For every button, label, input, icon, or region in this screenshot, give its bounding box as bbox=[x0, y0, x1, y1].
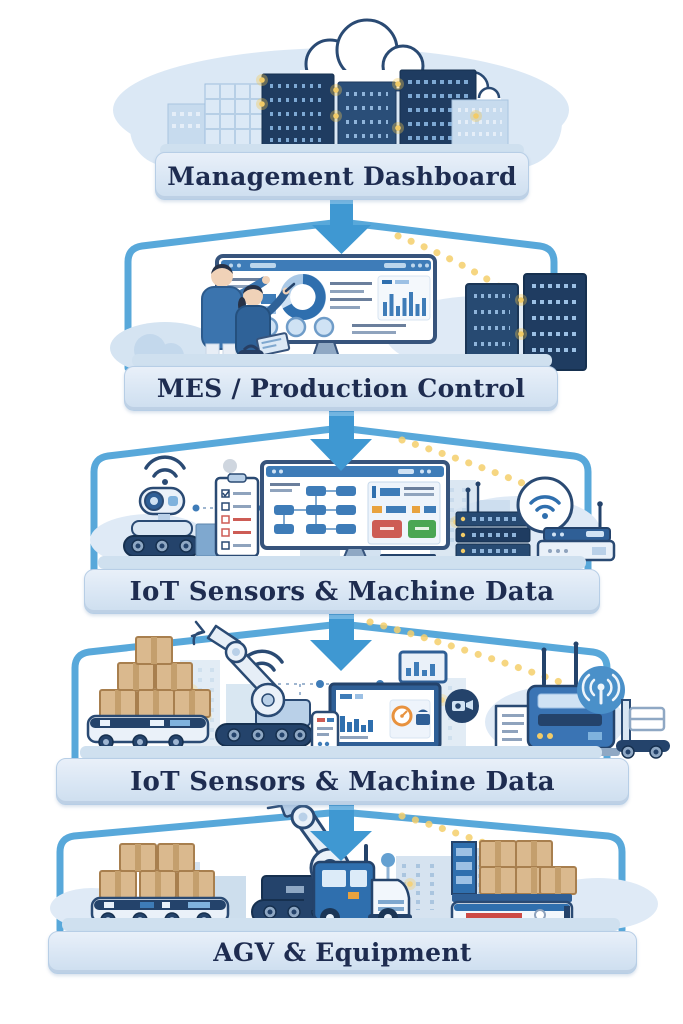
server-towers bbox=[261, 69, 509, 147]
mes-illustration bbox=[110, 218, 587, 374]
layer-banner-agv-equipment: AGV & Equipment bbox=[48, 931, 637, 974]
management-dashboard-illustration bbox=[113, 18, 569, 172]
layer-label: MES / Production Control bbox=[156, 374, 526, 403]
down-arrow-3 bbox=[310, 612, 372, 671]
platform bbox=[62, 918, 620, 931]
agv-cart-with-boxes bbox=[450, 840, 577, 926]
camera-robot bbox=[123, 455, 201, 557]
layer-label: IoT Sensors & Machine Data bbox=[130, 766, 555, 797]
broadcast-badge bbox=[577, 666, 625, 714]
tracked-robot-arm bbox=[190, 620, 313, 747]
layer-label: Management Dashboard bbox=[167, 161, 517, 191]
iot-illustration-a bbox=[90, 424, 616, 574]
flowchart-monitor bbox=[260, 460, 450, 563]
delivery-truck bbox=[304, 844, 412, 928]
layer-label: IoT Sensors & Machine Data bbox=[129, 576, 555, 607]
flow-arrows bbox=[310, 197, 372, 861]
layer-banner-iot-sensors-1: IoT Sensors & Machine Data bbox=[84, 569, 600, 614]
smartphone bbox=[310, 710, 340, 758]
platform bbox=[80, 746, 602, 759]
flowchart bbox=[274, 486, 356, 534]
pallet-cart bbox=[616, 699, 670, 759]
light-trail bbox=[366, 618, 564, 686]
laptop bbox=[256, 332, 291, 357]
light-trail bbox=[398, 812, 549, 870]
layer-banner-mes-production-control: MES / Production Control bbox=[124, 366, 558, 411]
down-arrow-1 bbox=[312, 197, 371, 254]
checklist-clipboard bbox=[214, 473, 260, 558]
wifi-signal-icon bbox=[144, 455, 186, 485]
platform bbox=[132, 354, 552, 367]
camera-badge bbox=[445, 689, 479, 723]
platform bbox=[98, 556, 586, 569]
down-arrow-2 bbox=[310, 409, 372, 471]
iot-illustration-b bbox=[71, 618, 670, 766]
light-trail bbox=[398, 436, 544, 494]
down-arrow-4 bbox=[310, 803, 372, 861]
bar-chart bbox=[377, 275, 431, 321]
agv-with-boxes bbox=[86, 636, 211, 750]
layer-label: AGV & Equipment bbox=[213, 938, 472, 967]
operators bbox=[201, 264, 296, 367]
office-building bbox=[167, 83, 264, 147]
network-switches bbox=[455, 481, 531, 559]
layer-banner-iot-sensors-2: IoT Sensors & Machine Data bbox=[56, 758, 629, 805]
gauge-icon bbox=[391, 705, 413, 727]
agv-with-boxes bbox=[90, 843, 230, 928]
layer-banner-management-dashboard: Management Dashboard bbox=[155, 152, 529, 200]
wifi-badge bbox=[516, 476, 574, 546]
